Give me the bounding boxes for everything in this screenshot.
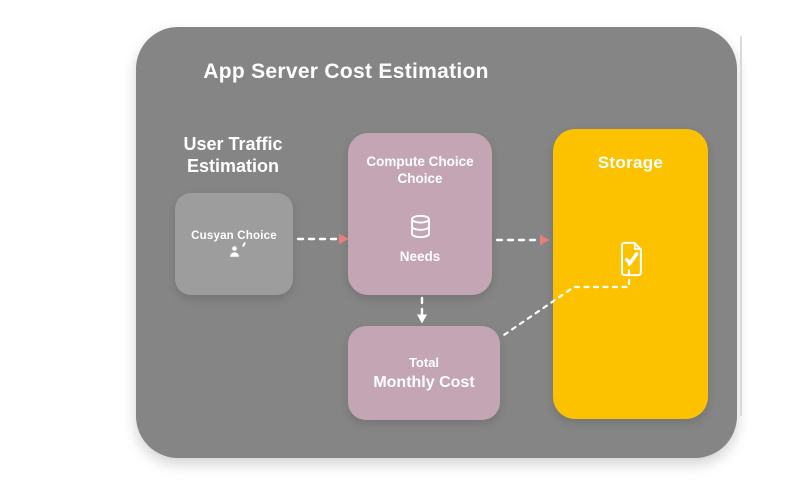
- node-compute-choice: Compute Choice Choice Needs: [348, 133, 492, 295]
- storage-title: Storage: [597, 153, 664, 172]
- edge-hairline-artifact: [740, 36, 742, 416]
- compute-title: Compute Choice Choice: [366, 153, 473, 187]
- node-total-cost: Total Monthly Cost: [348, 326, 500, 420]
- compute-caption: Needs: [399, 249, 441, 264]
- user-choice-label: Cusyan Choice: [191, 230, 277, 242]
- node-user-choice: Cusyan Choice: [175, 193, 293, 295]
- node-storage: Storage: [553, 129, 708, 419]
- user-icon: [228, 241, 246, 258]
- document-check-icon: [616, 241, 645, 277]
- compute-title-line1: Compute Choice: [366, 154, 474, 169]
- page-title: App Server Cost Estimation: [203, 60, 489, 83]
- diagram-card: App Server Cost Estimation User Traffic …: [136, 27, 737, 458]
- total-label-line1: Total: [408, 354, 440, 370]
- user-traffic-label-line2: Estimation: [186, 156, 279, 176]
- user-traffic-label: User Traffic Estimation: [163, 133, 303, 177]
- database-icon: [407, 213, 434, 240]
- total-label-line2: Monthly Cost: [373, 373, 475, 391]
- tick-mark: [241, 241, 246, 248]
- compute-title-line2: Choice: [397, 171, 443, 186]
- user-traffic-label-line1: User Traffic: [183, 134, 283, 154]
